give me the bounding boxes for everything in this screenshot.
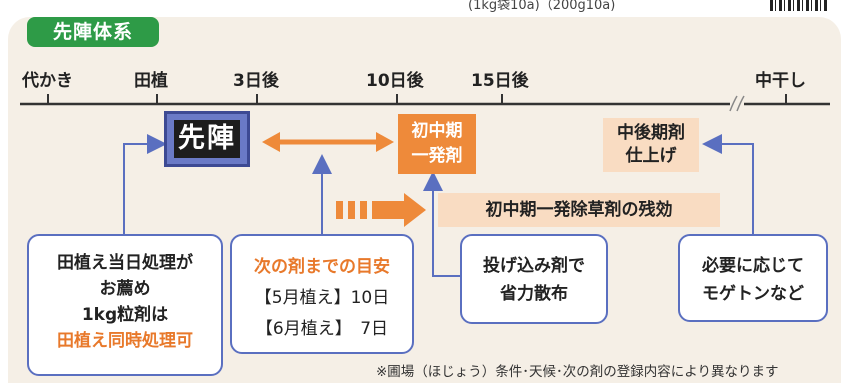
dash-arrow-head <box>404 193 426 227</box>
axis-break-gap <box>730 92 744 112</box>
title-badge: 先陣体系 <box>27 17 159 47</box>
tick-label-3days: 3日後 <box>233 71 279 91</box>
callout-next-interval: 次の剤までの目安 【5月植え】10日 【6月植え】 7日 <box>230 234 414 354</box>
late-box-line1: 中後期剤 <box>617 123 685 143</box>
double-arrow-left-head <box>262 132 280 152</box>
callout-c2-row1: 【5月植え】10日 <box>254 288 390 308</box>
qr-code-icon <box>770 0 828 11</box>
senjin-logo-text: 先陣 <box>174 120 240 158</box>
tick-label-nakaboshi: 中干し <box>755 71 806 91</box>
double-arrow-right-head <box>376 132 394 152</box>
callout-taue-day: 田植え当日処理が お薦め 1kg粒剤は 田植え同時処理可 <box>27 234 223 376</box>
tick-label-10days: 10日後 <box>366 71 424 91</box>
top-note: (1kg袋10a)（200g10a) <box>468 0 616 13</box>
connector-c3-early <box>423 171 460 277</box>
footnote: ※圃場（ほじょう）条件･天候･次の剤の登録内容により異なります <box>376 364 779 380</box>
callout-c1-line3: 1kg粒剤は <box>81 305 169 325</box>
early-box-line2: 一発剤 <box>411 146 463 166</box>
early-one-shot-box: 初中期 一発剤 <box>398 114 476 174</box>
callout-c1-line2: お薦め <box>99 279 151 299</box>
callout-c4-line1: 必要に応じて <box>702 256 804 276</box>
callout-c2-heading: 次の剤までの目安 <box>254 257 390 277</box>
tick-label-taue: 田植 <box>134 71 168 91</box>
top-strip: (1kg袋10a)（200g10a) <box>0 0 843 16</box>
residual-effect-bar: 初中期一発除草剤の残効 <box>438 193 720 227</box>
callout-throw-in: 投げ込み剤で 省力散布 <box>460 234 608 324</box>
connector-c1-senjin <box>123 134 167 234</box>
dash-arrow-body <box>372 201 404 219</box>
senjin-product-box: 先陣 <box>164 111 250 167</box>
late-finish-box: 中後期剤 仕上げ <box>603 118 699 172</box>
callout-c1-line1: 田植え当日処理が <box>57 253 193 273</box>
callout-c4-line2: モゲトンなど <box>702 284 804 304</box>
early-box-line1: 初中期 <box>411 121 463 141</box>
tick-label-15days: 15日後 <box>471 71 529 91</box>
connector-c4-late <box>702 134 754 234</box>
callout-c2-row2: 【6月植え】 7日 <box>255 319 389 339</box>
callout-c3-line2: 省力散布 <box>500 284 568 304</box>
dash-arrow-seg-1 <box>336 201 343 219</box>
tick-label-daikaki: 代かき <box>22 71 73 91</box>
callout-c3-line1: 投げ込み剤で <box>483 256 585 276</box>
callout-as-needed: 必要に応じて モゲトンなど <box>678 234 828 322</box>
callout-c1-line4: 田植え同時処理可 <box>57 331 193 351</box>
dash-arrow-seg-3 <box>360 201 367 219</box>
axis-break-mark <box>729 95 745 112</box>
late-box-line2: 仕上げ <box>625 146 677 166</box>
dash-arrow-seg-2 <box>348 201 355 219</box>
